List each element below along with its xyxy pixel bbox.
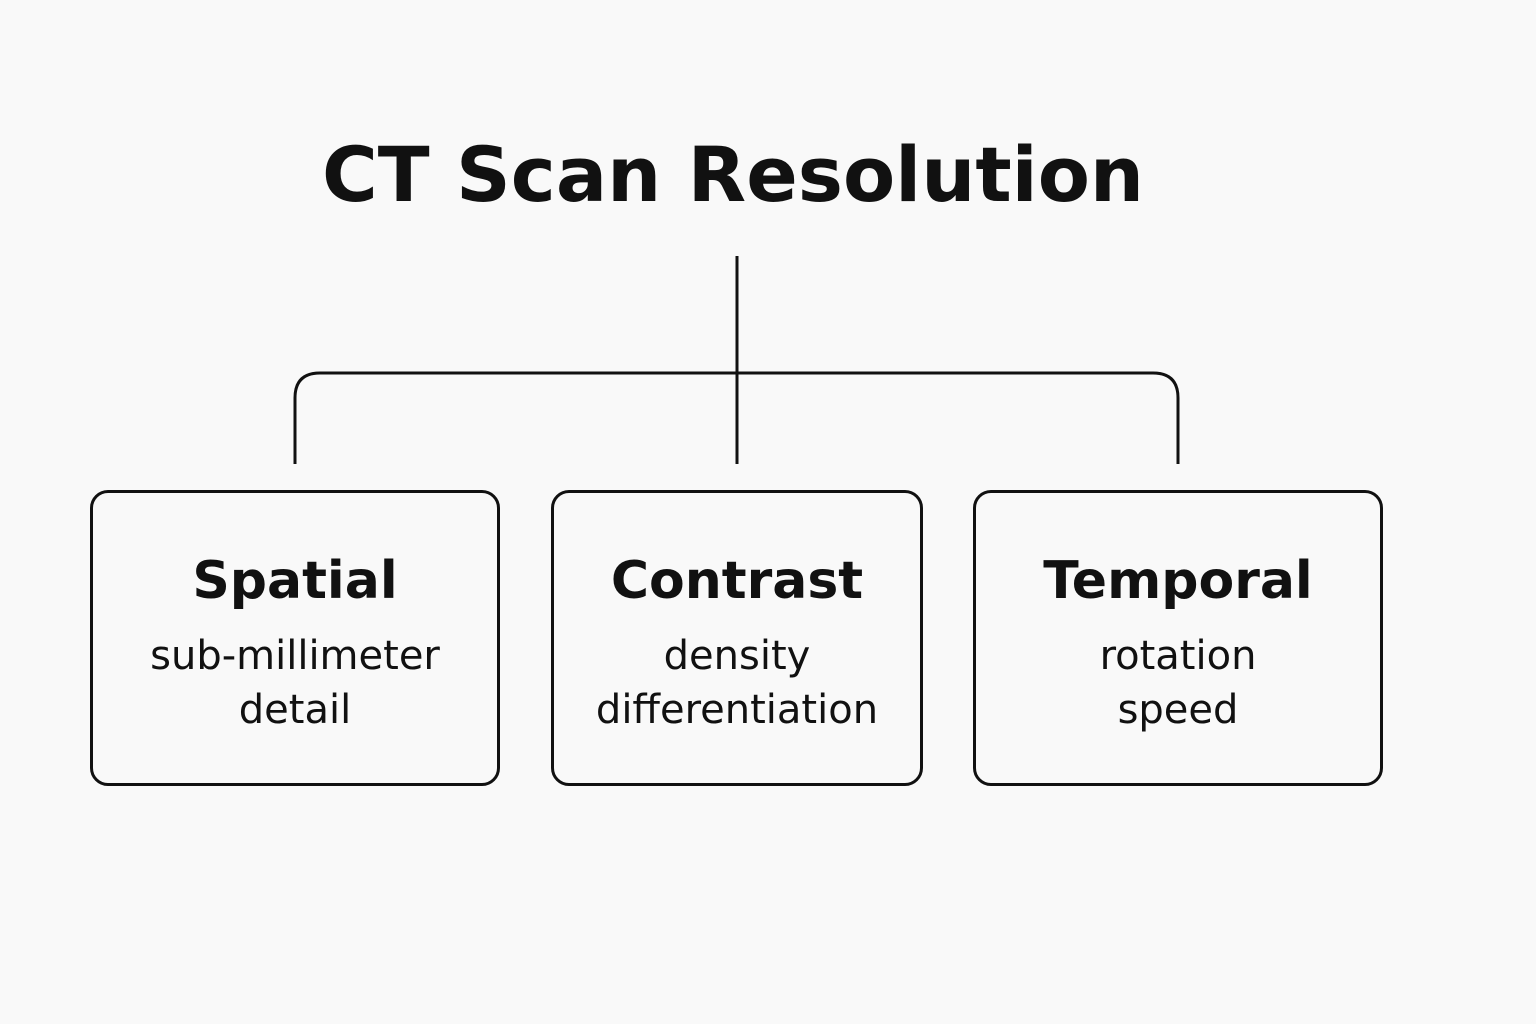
diagram-title: CT Scan Resolution	[321, 130, 1145, 219]
box-description: rotation speed	[976, 629, 1380, 737]
box-heading: Spatial	[192, 551, 398, 611]
box-description: sub-millimeter detail	[93, 629, 497, 737]
box-description: density differentiation	[554, 629, 920, 737]
box-heading: Temporal	[1043, 551, 1313, 611]
box-temporal: Temporal rotation speed	[973, 490, 1383, 786]
box-spatial: Spatial sub-millimeter detail	[90, 490, 500, 786]
box-description-line: sub-millimeter	[150, 633, 440, 679]
box-description-line: detail	[238, 687, 352, 733]
box-description-line: density	[663, 633, 811, 679]
box-contrast: Contrast density differentiation	[551, 490, 923, 786]
box-description-line: rotation	[1099, 633, 1257, 679]
box-description-line: differentiation	[595, 687, 879, 733]
box-description-line: speed	[1117, 687, 1239, 733]
connector-branch	[293, 371, 1180, 464]
box-heading: Contrast	[610, 551, 864, 611]
